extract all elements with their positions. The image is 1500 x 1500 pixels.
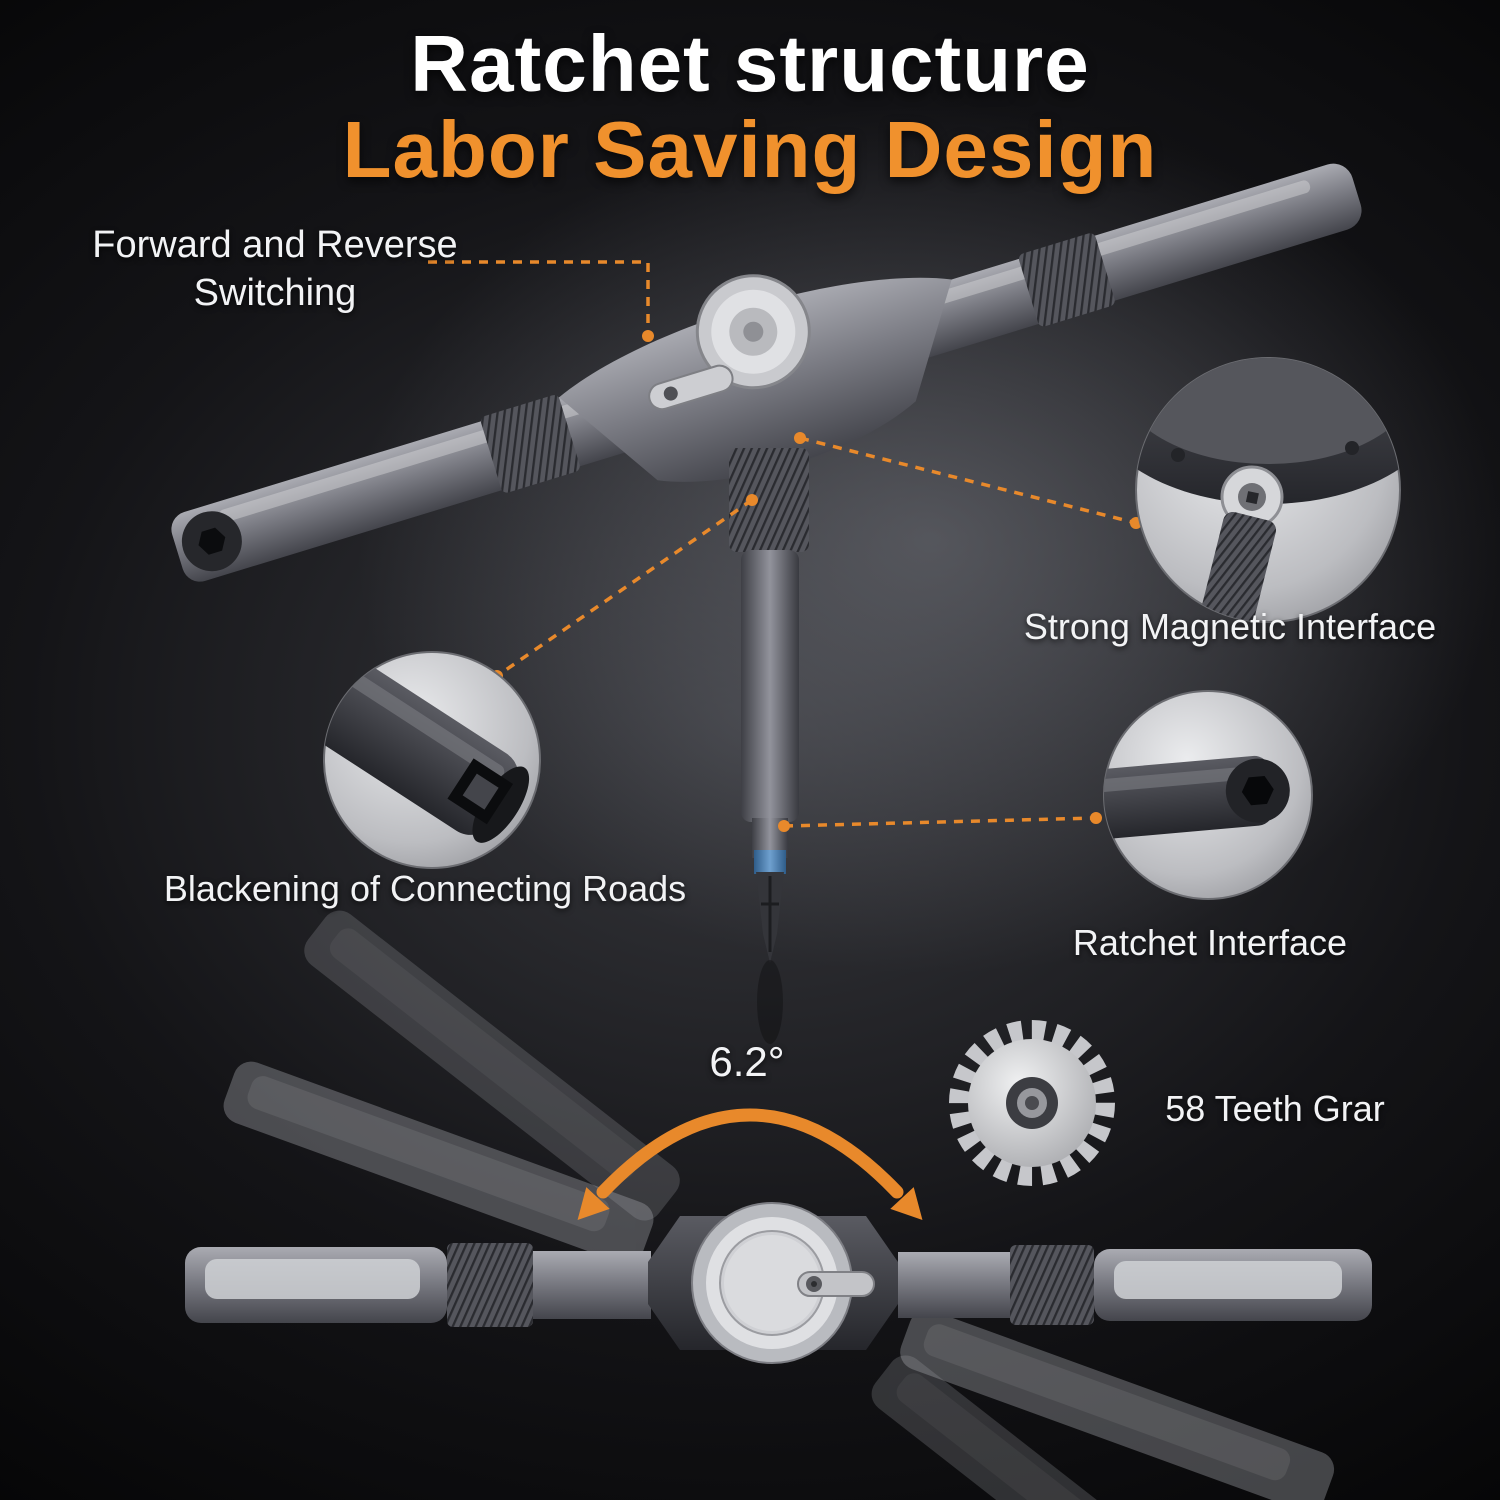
label-ratchet-interface: Ratchet Interface — [1072, 922, 1348, 963]
label-strong-magnetic-interface: Strong Magnetic Interface — [1023, 606, 1437, 647]
label-forward-reverse-switching: Forward and Reverse Switching — [92, 224, 458, 314]
ratchet-head — [695, 274, 811, 390]
callout-hex-socket-detail — [1103, 690, 1313, 900]
knurled-grip — [1010, 1245, 1094, 1325]
page-title-line-2: Labor Saving Design — [342, 105, 1158, 194]
callout-square-drive-detail — [323, 651, 541, 869]
label-rotation-angle: 6.2° — [709, 1038, 785, 1085]
gear-icon — [949, 1020, 1115, 1186]
label-58-teeth-gear: 58 Teeth Grar — [1165, 1088, 1385, 1129]
knurled-grip — [480, 395, 580, 493]
ratchet-bottom-view — [185, 1202, 1372, 1364]
driver-shaft — [729, 448, 809, 1044]
rotation-arc-arrow-icon — [577, 1108, 923, 1220]
direction-lever-top — [648, 364, 734, 411]
callout-connectors — [428, 260, 1137, 828]
bit-collar — [754, 850, 786, 874]
ratchet-main-view — [171, 163, 1362, 1044]
callout-magnetic-interface-detail — [1135, 357, 1401, 623]
label-blackening-connecting-rods: Blackening of Connecting Roads — [163, 868, 687, 909]
direction-lever-bottom — [797, 1271, 875, 1297]
knurled-grip — [447, 1243, 533, 1327]
knurled-grip — [1018, 233, 1115, 327]
page-title-line-1: Ratchet structure — [410, 19, 1090, 108]
